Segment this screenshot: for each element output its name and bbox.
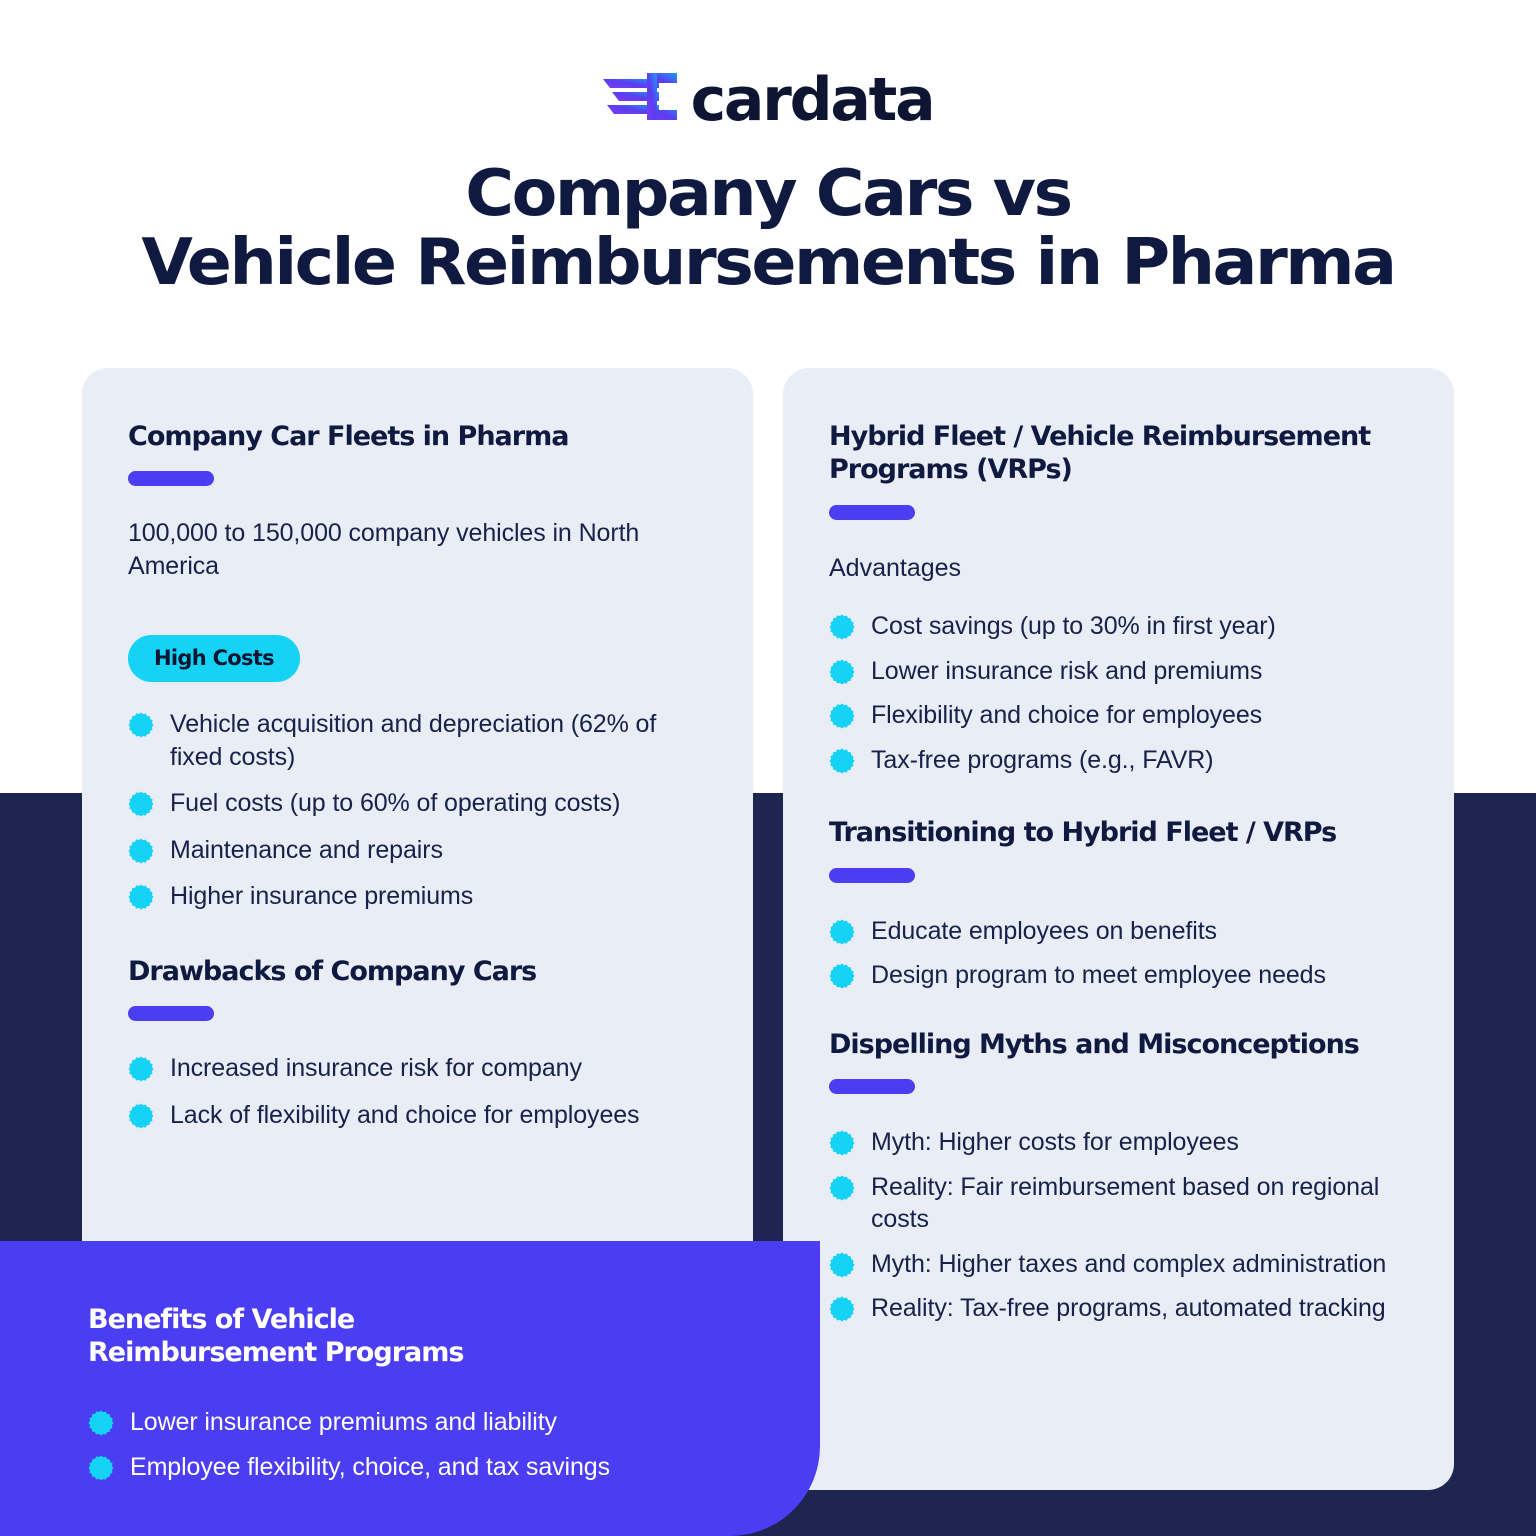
brand-logo: cardata (0, 0, 1536, 130)
list-item: Lack of flexibility and choice for emplo… (128, 1099, 707, 1132)
page-title-line-1: Company Cars vs (465, 157, 1073, 231)
drawbacks-bullet-list: Increased insurance risk for company Lac… (128, 1052, 707, 1131)
list-item-text: Maintenance and repairs (170, 835, 443, 864)
benefits-bullet-list: Lower insurance premiums and liability E… (88, 1406, 760, 1484)
list-item: Educate employees on benefits (829, 915, 1408, 948)
list-item: Myth: Higher costs for employees (829, 1126, 1408, 1159)
list-item: Lower insurance premiums and liability (88, 1406, 760, 1439)
scalloped-dot-icon (128, 712, 154, 738)
scalloped-dot-icon (128, 884, 154, 910)
list-item: Fuel costs (up to 60% of operating costs… (128, 787, 707, 820)
list-item: Vehicle acquisition and depreciation (62… (128, 708, 707, 773)
list-item-text: Higher insurance premiums (170, 882, 474, 911)
list-item: Flexibility and choice for employees (829, 699, 1408, 732)
page-title: Company Cars vs Vehicle Reimbursements i… (0, 157, 1536, 301)
list-item-text: Employee flexibility, choice, and tax sa… (130, 1453, 610, 1482)
myths-bullet-list: Myth: Higher costs for employees Reality… (829, 1126, 1408, 1325)
list-item: Employee flexibility, choice, and tax sa… (88, 1451, 760, 1484)
list-item-text: Educate employees on benefits (871, 916, 1217, 945)
accent-bar (128, 471, 214, 487)
right-card-heading: Hybrid Fleet / Vehicle Reimbursement Pro… (829, 421, 1371, 486)
transitioning-heading: Transitioning to Hybrid Fleet / VRPs (829, 817, 1337, 849)
list-item-text: Fuel costs (up to 60% of operating costs… (170, 789, 621, 818)
brand-wordmark: cardata (690, 65, 936, 135)
list-item-text: Tax-free programs (e.g., FAVR) (871, 745, 1214, 774)
accent-bar (829, 867, 915, 883)
list-item: Tax-free programs (e.g., FAVR) (829, 744, 1408, 777)
scalloped-dot-icon (829, 919, 855, 945)
scalloped-dot-icon (128, 1103, 154, 1129)
list-item-text: Myth: Higher costs for employees (871, 1128, 1239, 1156)
advantages-bullet-list: Cost savings (up to 30% in first year) L… (829, 610, 1408, 776)
header: cardata Company Cars vs Vehicle Reimburs… (0, 0, 1536, 298)
list-item-text: Increased insurance risk for company (170, 1054, 582, 1083)
benefits-heading: Benefits of Vehicle Reimbursement Progra… (88, 1303, 773, 1370)
list-item: Maintenance and repairs (128, 834, 707, 867)
scalloped-dot-icon (128, 791, 154, 817)
list-item: Reality: Fair reimbursement based on reg… (829, 1171, 1408, 1236)
list-item-text: Lower insurance premiums and liability (130, 1407, 557, 1436)
high-cost-bullet-list: Vehicle acquisition and depreciation (62… (128, 708, 707, 913)
list-item: Increased insurance risk for company (128, 1052, 707, 1085)
list-item-text: Vehicle acquisition and depreciation (62… (170, 710, 657, 771)
list-item: Lower insurance risk and premiums (829, 655, 1408, 688)
scalloped-dot-icon (88, 1455, 114, 1481)
list-item: Reality: Tax-free programs, automated tr… (829, 1292, 1408, 1325)
fleet-size-statistic: 100,000 to 150,000 company vehicles in N… (128, 519, 640, 581)
benefits-heading-line-2: Reimbursement Programs (88, 1337, 464, 1369)
company-car-fleets-card: Company Car Fleets in Pharma 100,000 to … (82, 368, 753, 1300)
scalloped-dot-icon (829, 1175, 855, 1201)
list-item: Design program to meet employee needs (829, 959, 1408, 992)
list-item-text: Design program to meet employee needs (871, 961, 1326, 990)
high-costs-badge: High Costs (128, 635, 300, 683)
list-item-text: Lack of flexibility and choice for emplo… (170, 1100, 640, 1129)
list-item: Myth: Higher taxes and complex administr… (829, 1248, 1408, 1281)
scalloped-dot-icon (829, 703, 855, 729)
benefits-heading-line-1: Benefits of Vehicle (88, 1304, 355, 1335)
scalloped-dot-icon (829, 748, 855, 774)
transitioning-bullet-list: Educate employees on benefits Design pro… (829, 915, 1408, 992)
accent-bar (128, 1006, 214, 1022)
scalloped-dot-icon (128, 1056, 154, 1082)
list-item: Cost savings (up to 30% in first year) (829, 610, 1408, 643)
scalloped-dot-icon (829, 1296, 855, 1322)
left-card-heading: Company Car Fleets in Pharma (128, 421, 569, 452)
list-item-text: Reality: Tax-free programs, automated tr… (871, 1294, 1386, 1322)
cardata-speed-mark-icon (602, 73, 677, 120)
list-item-text: Lower insurance risk and premiums (871, 656, 1263, 685)
scalloped-dot-icon (88, 1410, 114, 1436)
drawbacks-heading: Drawbacks of Company Cars (128, 955, 537, 987)
benefits-purple-panel: Benefits of Vehicle Reimbursement Progra… (0, 1241, 820, 1536)
scalloped-dot-icon (829, 1130, 855, 1156)
scalloped-dot-icon (829, 1252, 855, 1278)
hybrid-fleet-vrp-card: Hybrid Fleet / Vehicle Reimbursement Pro… (783, 368, 1454, 1490)
scalloped-dot-icon (829, 659, 855, 685)
list-item-text: Reality: Fair reimbursement based on reg… (871, 1172, 1380, 1234)
list-item-text: Myth: Higher taxes and complex administr… (871, 1249, 1387, 1278)
scalloped-dot-icon (128, 838, 154, 864)
scalloped-dot-icon (829, 614, 855, 640)
list-item: Higher insurance premiums (128, 880, 707, 913)
accent-bar (829, 504, 915, 520)
advantages-label: Advantages (829, 553, 962, 582)
page-title-line-2: Vehicle Reimbursements in Pharma (141, 226, 1397, 301)
accent-bar (829, 1079, 915, 1094)
list-item-text: Cost savings (up to 30% in first year) (871, 612, 1276, 641)
scalloped-dot-icon (829, 963, 855, 989)
list-item-text: Flexibility and choice for employees (871, 701, 1263, 730)
myths-heading: Dispelling Myths and Misconceptions (829, 1028, 1360, 1060)
